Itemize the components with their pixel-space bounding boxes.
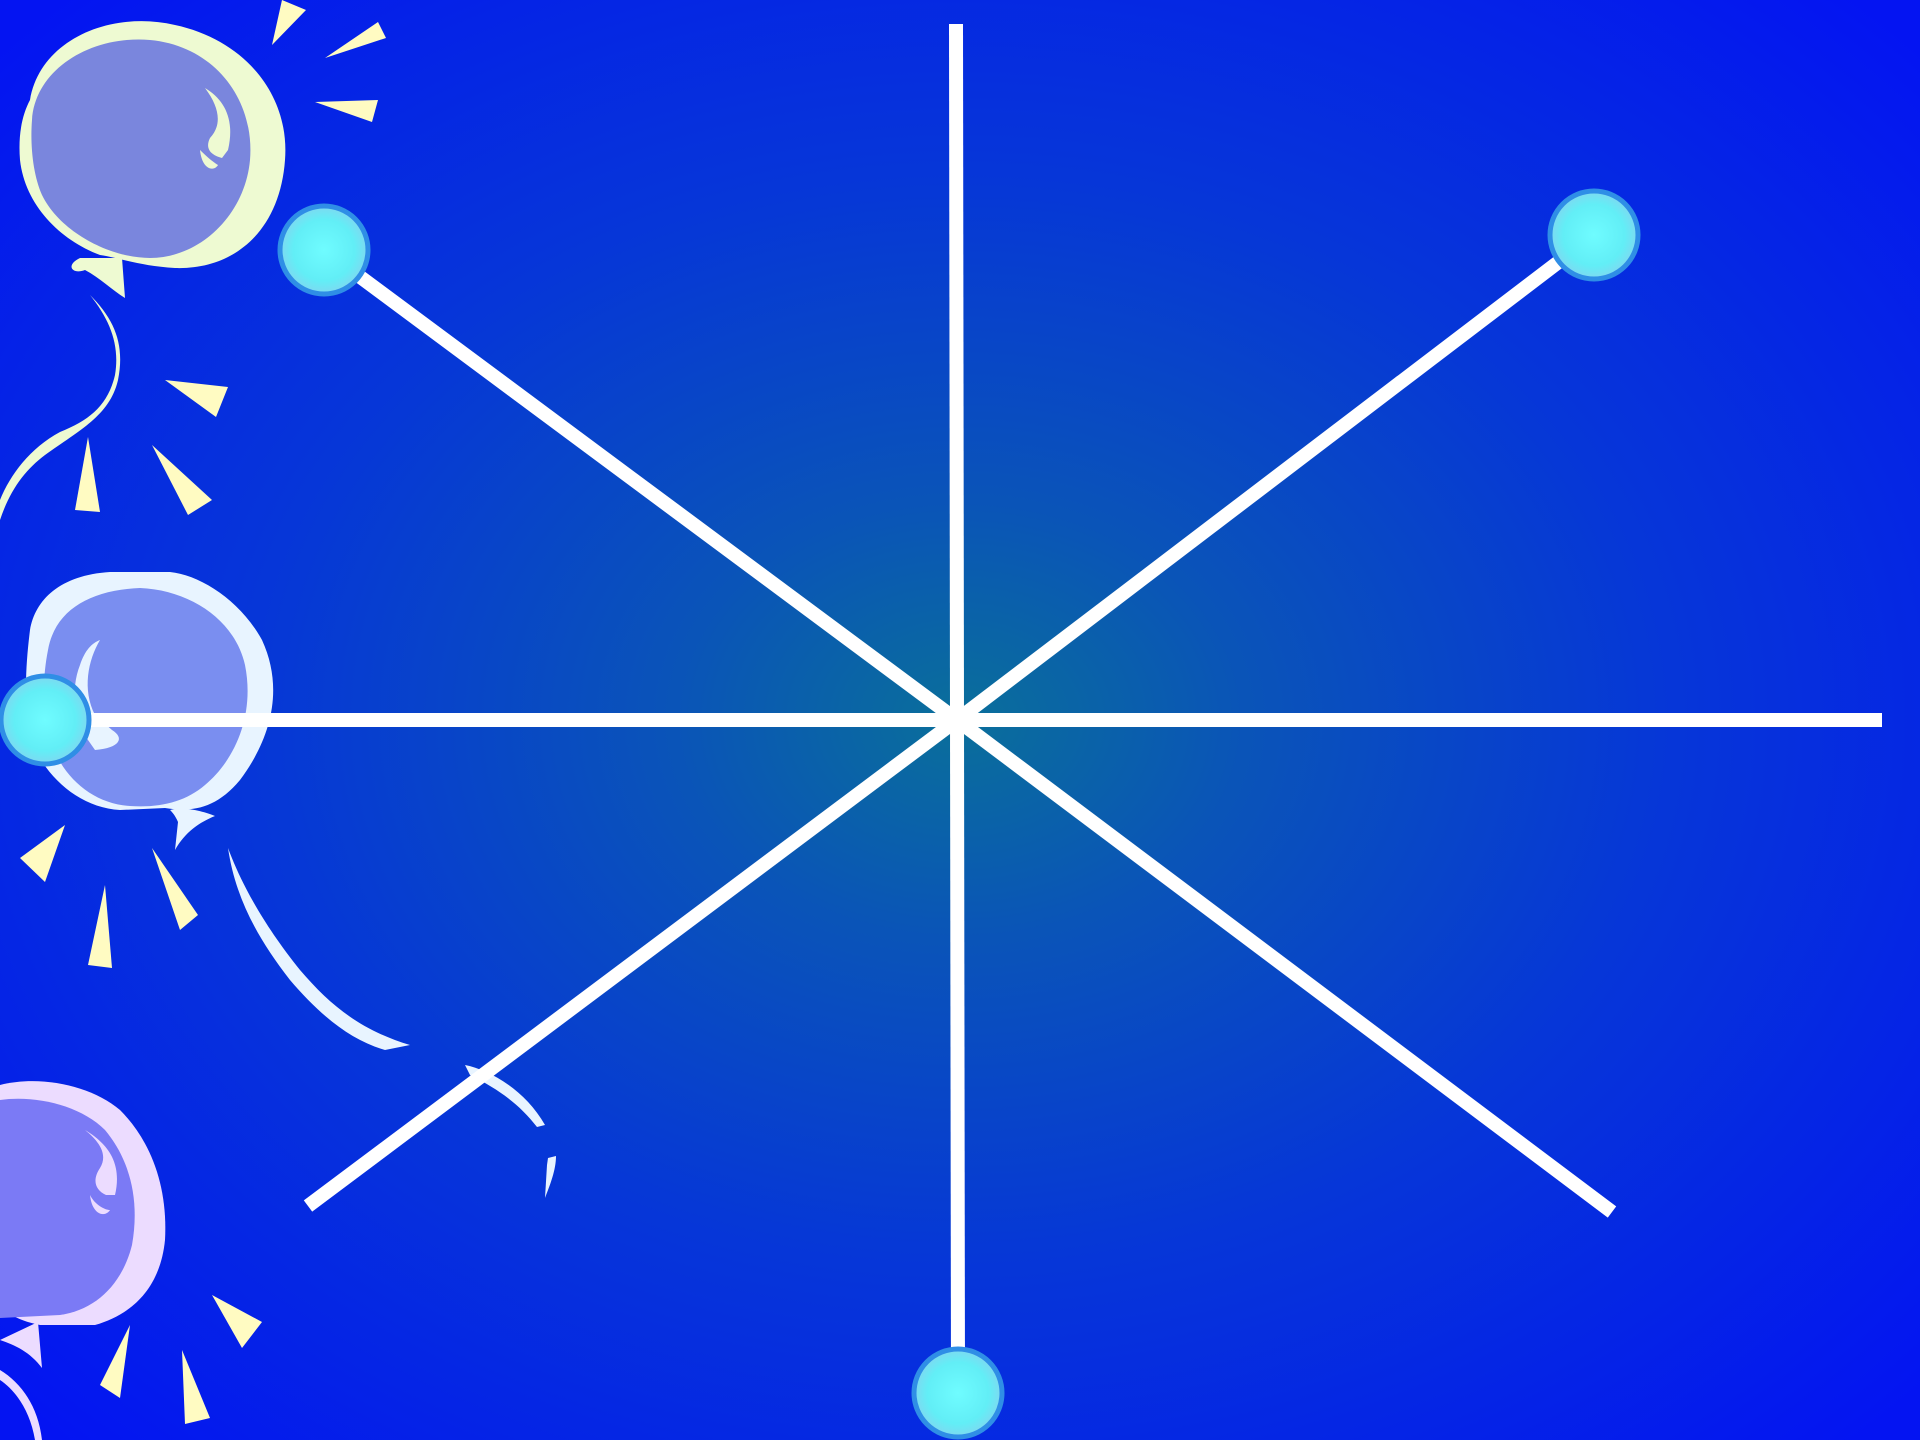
node-down	[914, 1349, 1002, 1437]
node-upper-right	[1550, 191, 1638, 279]
node-upper-left	[280, 206, 368, 294]
spoke-up	[956, 24, 957, 720]
spoke-lower-left	[308, 720, 957, 1206]
spoke-upper-right	[957, 235, 1594, 720]
node-left	[1, 676, 89, 764]
spoke-down	[957, 720, 958, 1392]
balloon-bottom-icon	[0, 1081, 262, 1440]
spoke-upper-left	[324, 250, 957, 720]
spoke-lower-right	[957, 720, 1612, 1212]
nodes-layer	[1, 191, 1638, 1437]
